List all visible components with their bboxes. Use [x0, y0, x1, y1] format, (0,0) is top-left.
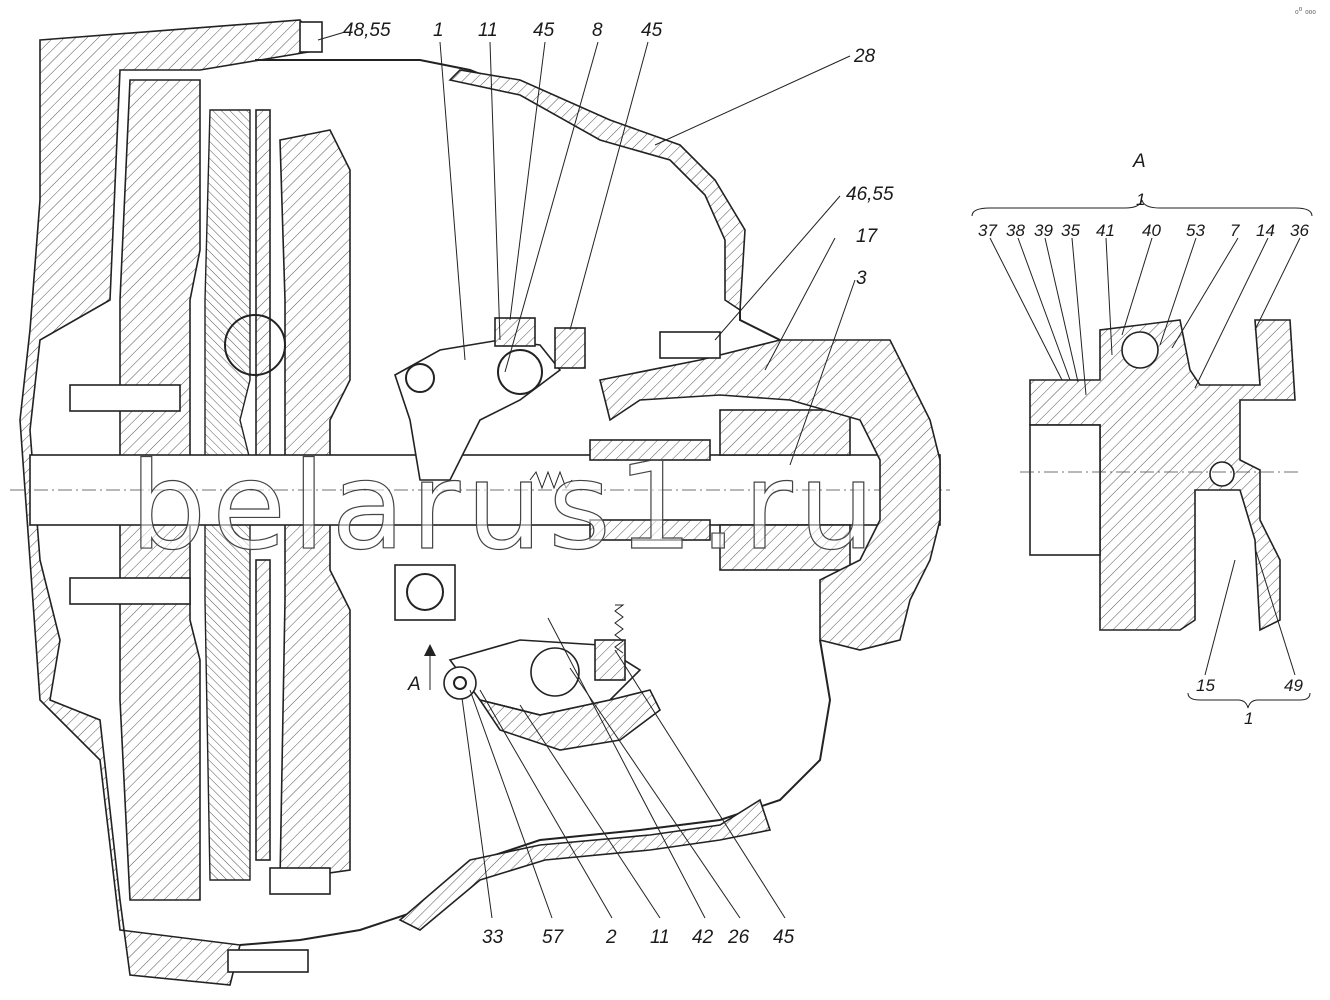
top-bolt-48-55 [299, 21, 323, 53]
bell-housing-wall [398, 798, 772, 931]
main-leaders [317, 31, 856, 919]
label-11-top: 11 [478, 20, 498, 41]
clamp-bolt-upper-b [554, 327, 586, 369]
view-a-detail [971, 199, 1313, 709]
label-42: 42 [692, 927, 714, 948]
label-46-55: 46,55 [846, 184, 894, 205]
label-37: 37 [978, 221, 997, 240]
label-39: 39 [1034, 221, 1053, 240]
shaft-sleeve-bottom [589, 519, 711, 541]
gearbox-input-upper [719, 409, 851, 456]
cover-rib [448, 69, 746, 312]
label-17: 17 [856, 226, 879, 247]
fork-shaft-lower [530, 647, 580, 697]
label-33: 33 [482, 927, 504, 948]
label-3: 3 [856, 268, 867, 289]
corner-mark: ₀⁰ ₀₀₀ [1295, 7, 1316, 17]
housing-bolt-46-55 [659, 331, 721, 359]
label-45-top-b: 45 [641, 20, 663, 41]
return-spring-lower [614, 604, 625, 654]
view-a-title: A [1132, 151, 1146, 172]
label-38: 38 [1006, 221, 1025, 240]
release-bearing-ball [406, 573, 444, 611]
view-a-hub [1029, 319, 1296, 632]
bottom-bolt [227, 949, 309, 973]
label-45-bottom: 45 [773, 927, 795, 948]
label-1-top: 1 [433, 20, 444, 41]
shaft-sleeve-top [589, 439, 711, 461]
center-bearing-upper [224, 314, 286, 376]
lower-stud [269, 867, 331, 895]
label-2: 2 [605, 927, 617, 948]
view-a-group-label: 1 [1136, 190, 1145, 209]
lever-pivot-upper [405, 363, 435, 393]
label-14: 14 [1256, 221, 1275, 240]
direction-arrow-label: A [407, 674, 421, 695]
label-53: 53 [1186, 221, 1205, 240]
clamp-bolt-lower [594, 639, 626, 681]
view-a-pin-hole [1209, 461, 1235, 487]
view-a-arrowhead [424, 644, 436, 656]
flywheel-bolt-upper [69, 384, 181, 412]
gearbox-front-housing [599, 339, 941, 651]
bell-housing-lower [239, 639, 832, 946]
watermark-text: belarus1.ru [130, 438, 881, 577]
main-section-view [10, 19, 950, 986]
view-a-bottom-brace [1187, 692, 1311, 709]
view-a-bottom-group-label: 1 [1244, 709, 1253, 728]
flywheel-housing [19, 19, 322, 986]
view-a-top-brace [971, 199, 1313, 217]
label-26: 26 [727, 927, 750, 948]
label-36: 36 [1290, 221, 1309, 240]
flywheel-bolt-lower [69, 577, 191, 605]
driven-disc-lower [255, 559, 271, 861]
fork-shaft-upper [497, 349, 543, 395]
label-40: 40 [1142, 221, 1161, 240]
release-lever-upper [394, 339, 562, 481]
label-8-top: 8 [592, 20, 603, 41]
lever-pivot-lower [443, 666, 477, 700]
lever-pivot-lower-hole [453, 676, 467, 690]
return-spring-upper [529, 470, 573, 490]
view-a-collar [1029, 424, 1101, 556]
label-28: 28 [853, 46, 876, 67]
label-15: 15 [1196, 676, 1215, 695]
label-57: 57 [542, 927, 565, 948]
label-11-bottom: 11 [650, 927, 670, 948]
label-45-top-a: 45 [533, 20, 555, 41]
label-41: 41 [1096, 221, 1115, 240]
view-a-leaders [989, 237, 1301, 676]
gearbox-input-lower [719, 524, 851, 571]
driven-disc-upper [255, 109, 271, 471]
label-7: 7 [1230, 221, 1240, 240]
label-48-55-top: 48,55 [343, 20, 391, 41]
view-a-bearing-ball [1121, 331, 1159, 369]
clamp-bolt-upper-a [494, 317, 536, 347]
label-49: 49 [1284, 676, 1303, 695]
label-35: 35 [1061, 221, 1080, 240]
